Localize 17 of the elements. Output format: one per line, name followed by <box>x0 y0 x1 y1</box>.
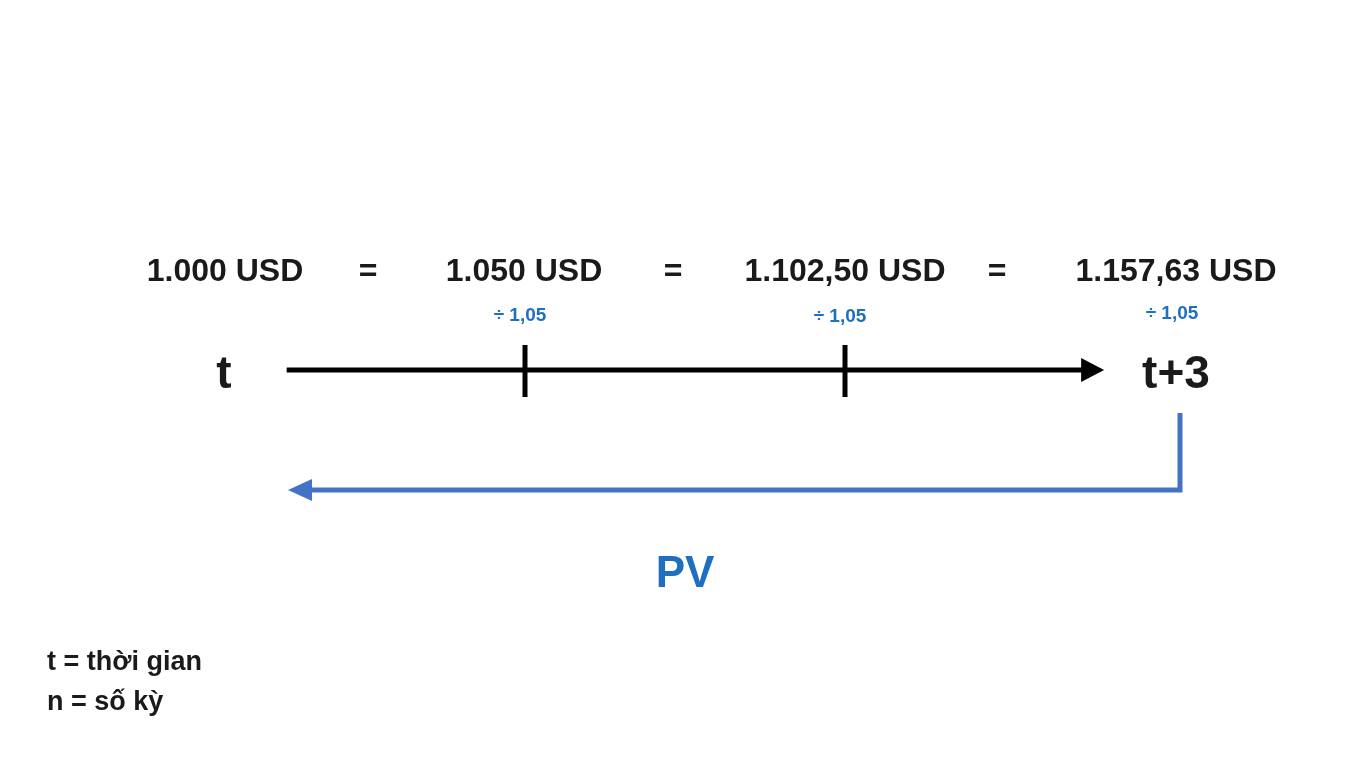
note-text: n = số kỳ <box>47 687 164 715</box>
equals-sign: = <box>663 254 683 286</box>
divisor-label: ÷ 1,05 <box>813 305 867 325</box>
divisor-label: ÷ 1,05 <box>1145 302 1199 322</box>
equals-sign: = <box>987 254 1007 286</box>
edge-label: PV <box>655 550 715 594</box>
equals-sign: = <box>358 254 378 286</box>
time-label: t <box>216 349 232 395</box>
amount-text: 1.102,50 USD <box>744 254 946 286</box>
time-label: t+3 <box>1142 349 1210 395</box>
timeline-arrow <box>286 358 1105 382</box>
amount-text: 1.157,63 USD <box>1075 254 1277 286</box>
divisor-label: ÷ 1,05 <box>493 304 547 324</box>
amount-text: 1.000 USD <box>146 254 304 286</box>
amount-text: 1.050 USD <box>445 254 603 286</box>
arrow <box>288 413 1183 501</box>
note-text: t = thời gian <box>47 647 202 675</box>
